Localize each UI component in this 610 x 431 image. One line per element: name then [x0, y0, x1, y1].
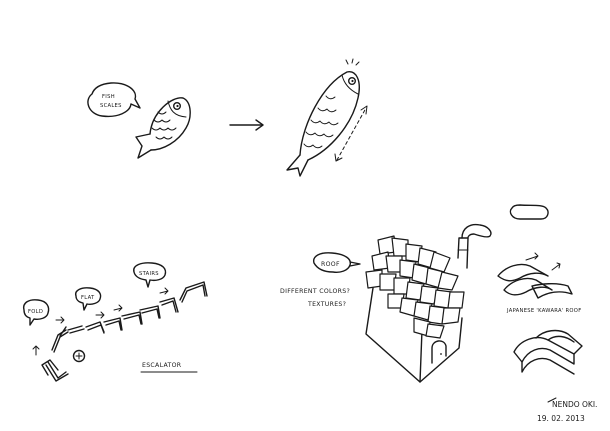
- fish-scales-label-1: FISH: [102, 94, 115, 100]
- cloud-shape: [509, 204, 549, 220]
- escalator-caption: ESCALATOR: [140, 362, 198, 373]
- date-text: 19. 02. 2013: [537, 414, 585, 423]
- signature-text: NENDO OKI.: [552, 400, 597, 409]
- fish-scales-bubble: FISH SCALES: [87, 82, 141, 118]
- roof-label: ROOF: [321, 261, 340, 268]
- escalator-steps: [41, 281, 208, 376]
- escalator-label: ESCALATOR: [142, 362, 182, 369]
- kawara-tiles-top: [497, 252, 573, 299]
- plus-icon: [72, 349, 86, 363]
- roof-bubble: ROOF: [313, 252, 361, 273]
- fold-piece: [45, 361, 69, 382]
- colors-label-2: TEXTURES?: [307, 301, 346, 308]
- fold-bubble: FOLD: [23, 299, 50, 326]
- colors-label-1: DIFFERENT COLORS?: [280, 288, 350, 295]
- kawara-tiles-bottom: [513, 329, 583, 375]
- fish-scales-label-2: SCALES: [100, 103, 122, 109]
- stairs-bubble: STAIRS: [133, 262, 167, 288]
- kawara-label: JAPANESE 'KAWARA' ROOF: [506, 308, 581, 314]
- fold-label: FOLD: [28, 309, 43, 315]
- house-icon: [365, 223, 492, 383]
- right-arrow: [229, 119, 264, 131]
- motion-arrow: [334, 105, 368, 162]
- stairs-label: STAIRS: [139, 271, 159, 277]
- escalator-arrows: [32, 287, 169, 356]
- flat-label: FLAT: [81, 295, 95, 301]
- signature: NENDO OKI. 19. 02. 2013: [537, 397, 597, 423]
- fish-icon: [135, 97, 191, 159]
- flat-bubble: FLAT: [75, 287, 102, 311]
- vertical-fish-icon: [286, 58, 360, 177]
